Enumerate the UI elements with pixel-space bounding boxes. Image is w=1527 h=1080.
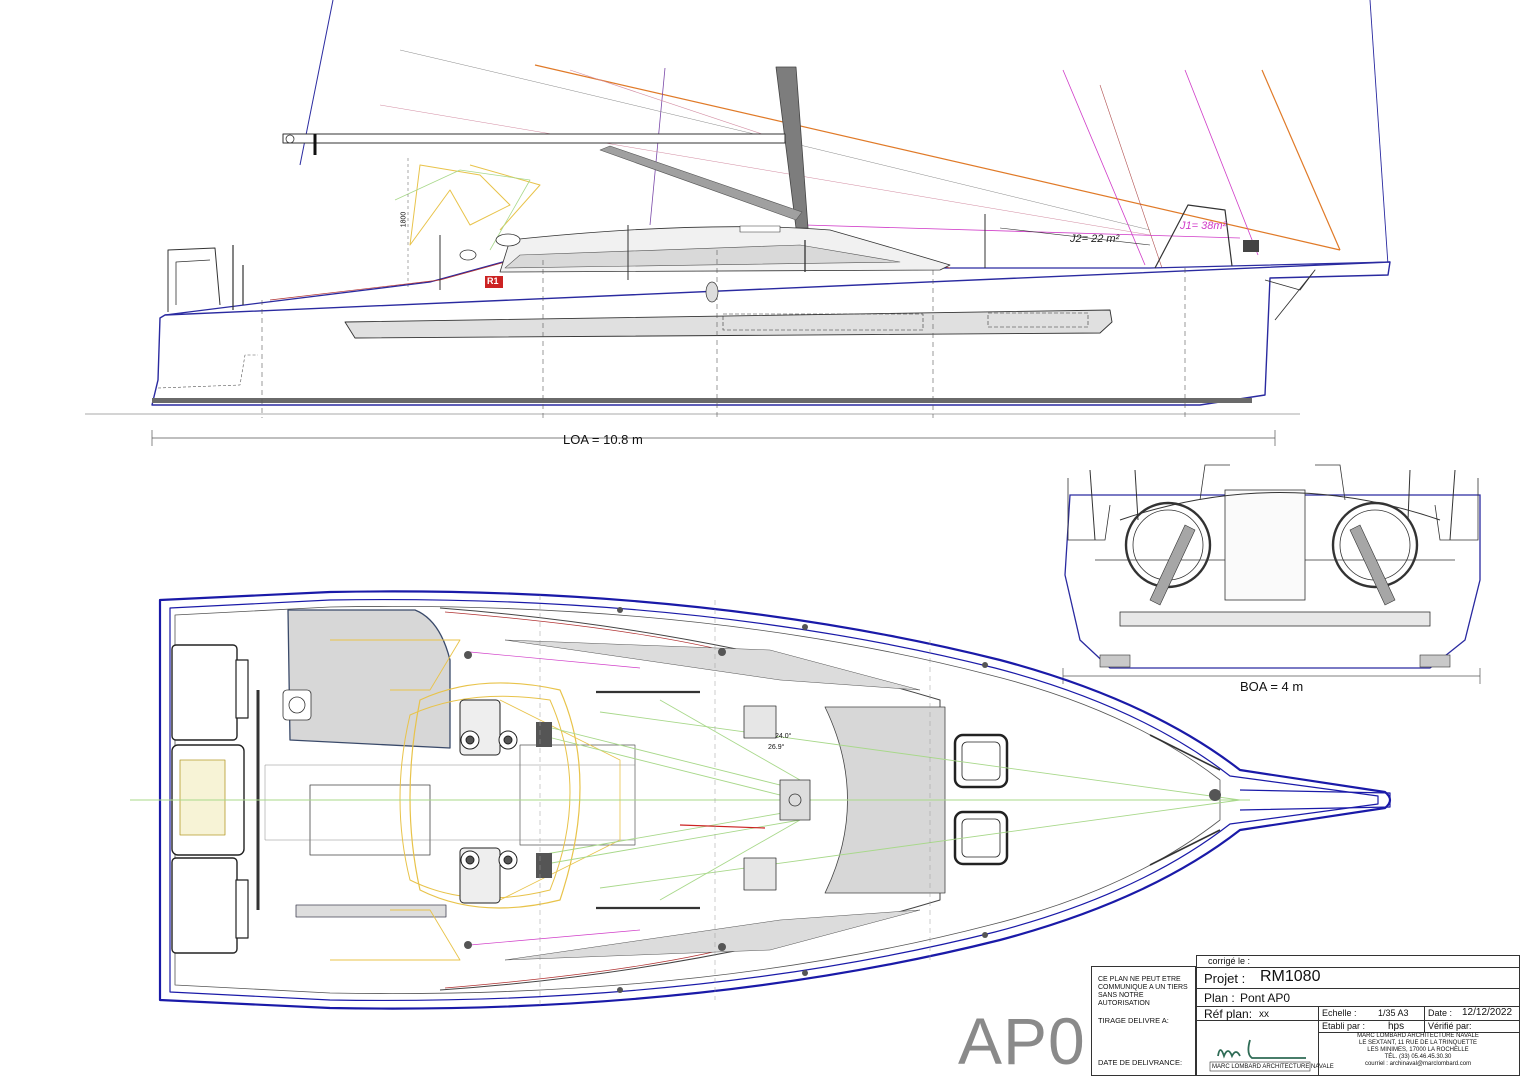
date-label: Date :: [1428, 1008, 1453, 1018]
projet-label: Projet :: [1204, 971, 1246, 986]
tirage-label: TIRAGE DELIVRE A:: [1098, 1016, 1169, 1025]
etabli-label: Etabli par :: [1322, 1021, 1366, 1031]
address-line: courriel : archinaval@marclombard.com: [1364, 1061, 1472, 1067]
plan-label: Plan :: [1204, 991, 1235, 1005]
title-block: [1196, 955, 1520, 1076]
verifie-label: Vérifié par:: [1428, 1021, 1472, 1031]
corrige-label: corrigé le :: [1208, 956, 1251, 966]
j1-sail-label: J1= 38m²: [1180, 220, 1227, 232]
title-rule: [1318, 1032, 1520, 1033]
confidentiality-notice: CE PLAN NE PEUT ETRE COMMUNIQUE A UN TIE…: [1098, 976, 1188, 1007]
ref-label: Réf plan:: [1204, 1007, 1253, 1021]
title-block-left: CE PLAN NE PEUT ETRE COMMUNIQUE A UN TIE…: [1091, 966, 1196, 1076]
firm-address: MARC LOMBARD ARCHITECTURE NAVALE LE SEXT…: [1318, 1033, 1518, 1068]
date-value: 12/12/2022: [1462, 1007, 1513, 1018]
j2-sail-label: J2= 22 m²: [1070, 233, 1120, 245]
firm-caption: MARC LOMBARD ARCHITECTURE NAVALE: [1212, 1064, 1334, 1070]
firm-signature-logo: [1209, 1039, 1311, 1072]
address-line: tél. (33) 05.46.45.30.30: [1384, 1054, 1452, 1060]
ref-value: xx: [1259, 1009, 1269, 1020]
stern-view: [1062, 464, 1481, 684]
height-mark-label: 1800: [400, 211, 408, 228]
deck-plan-view: [130, 590, 1392, 1010]
title-rule: [1196, 1020, 1520, 1021]
date-delivrance-label: DATE DE DELIVRANCE:: [1098, 1058, 1183, 1067]
plan-code: AP0: [958, 1004, 1086, 1078]
echelle-label: Echelle :: [1322, 1008, 1357, 1018]
side-profile-view: [85, 0, 1391, 446]
title-rule: [1196, 967, 1520, 968]
address-line: LES MINIMES, 17000 LA ROCHELLE: [1367, 1047, 1469, 1053]
hull-logo: R1: [487, 276, 499, 286]
loa-dimension-label: LOA = 10.8 m: [563, 432, 643, 447]
echelle-value: 1/35 A3: [1378, 1008, 1409, 1018]
boa-dimension-label: BOA = 4 m: [1240, 679, 1304, 694]
etabli-value: hps: [1388, 1021, 1405, 1032]
title-rule: [1196, 988, 1520, 989]
title-rule: [1196, 1006, 1520, 1007]
address-line: LE SEXTANT, 11 RUE DE LA TRINQUETTE: [1358, 1040, 1478, 1046]
title-divider: [1424, 1006, 1425, 1032]
projet-value: RM1080: [1260, 968, 1321, 985]
deck-angle-label-1: 24.0°: [775, 733, 792, 740]
address-line: MARC LOMBARD ARCHITECTURE NAVALE: [1357, 1033, 1479, 1039]
deck-angle-label-2: 26.9°: [768, 744, 785, 751]
title-divider: [1318, 1006, 1319, 1076]
plan-value: Pont AP0: [1240, 991, 1291, 1005]
